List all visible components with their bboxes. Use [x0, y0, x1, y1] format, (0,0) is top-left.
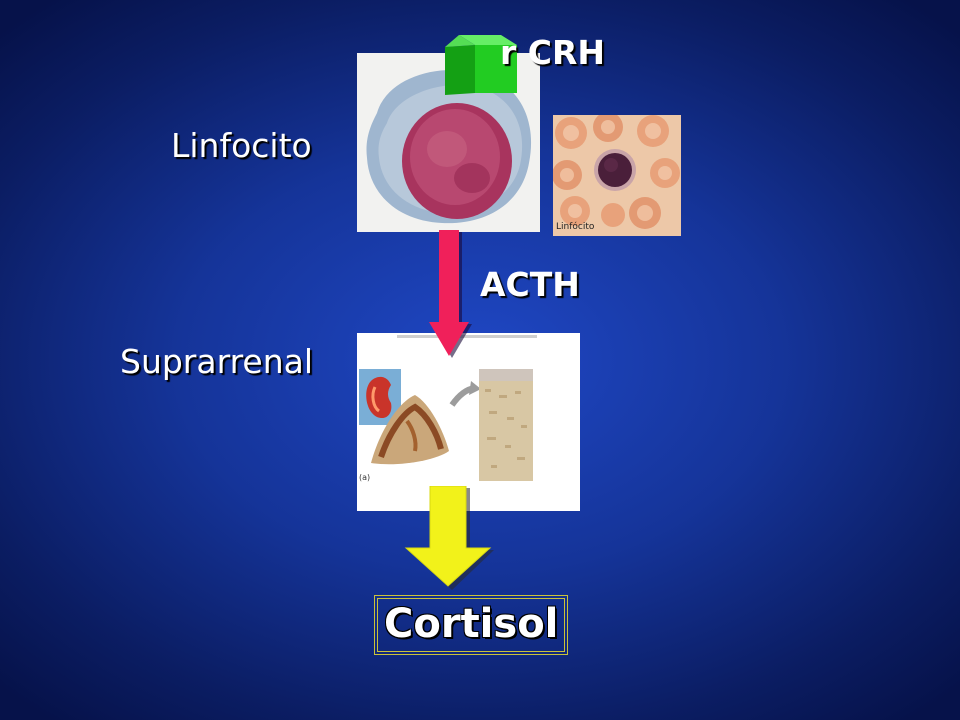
- blood-smear-image: Linfócito: [553, 115, 681, 236]
- cell-label: Linfocito: [171, 126, 312, 165]
- cortisol-arrow: [404, 485, 496, 592]
- adrenal-image: (a): [357, 333, 580, 511]
- product-label: Cortisol: [384, 601, 559, 647]
- adrenal-panel-caption: (a): [359, 473, 371, 482]
- hormone-label: ACTH: [480, 265, 580, 304]
- acth-arrow: [424, 230, 474, 362]
- smear-caption: Linfócito: [556, 222, 595, 232]
- receptor-label: r CRH: [500, 33, 606, 72]
- cortisol-box: Cortisol: [373, 595, 569, 655]
- receptor-block: [443, 33, 525, 99]
- organ-label: Suprarrenal: [120, 342, 314, 381]
